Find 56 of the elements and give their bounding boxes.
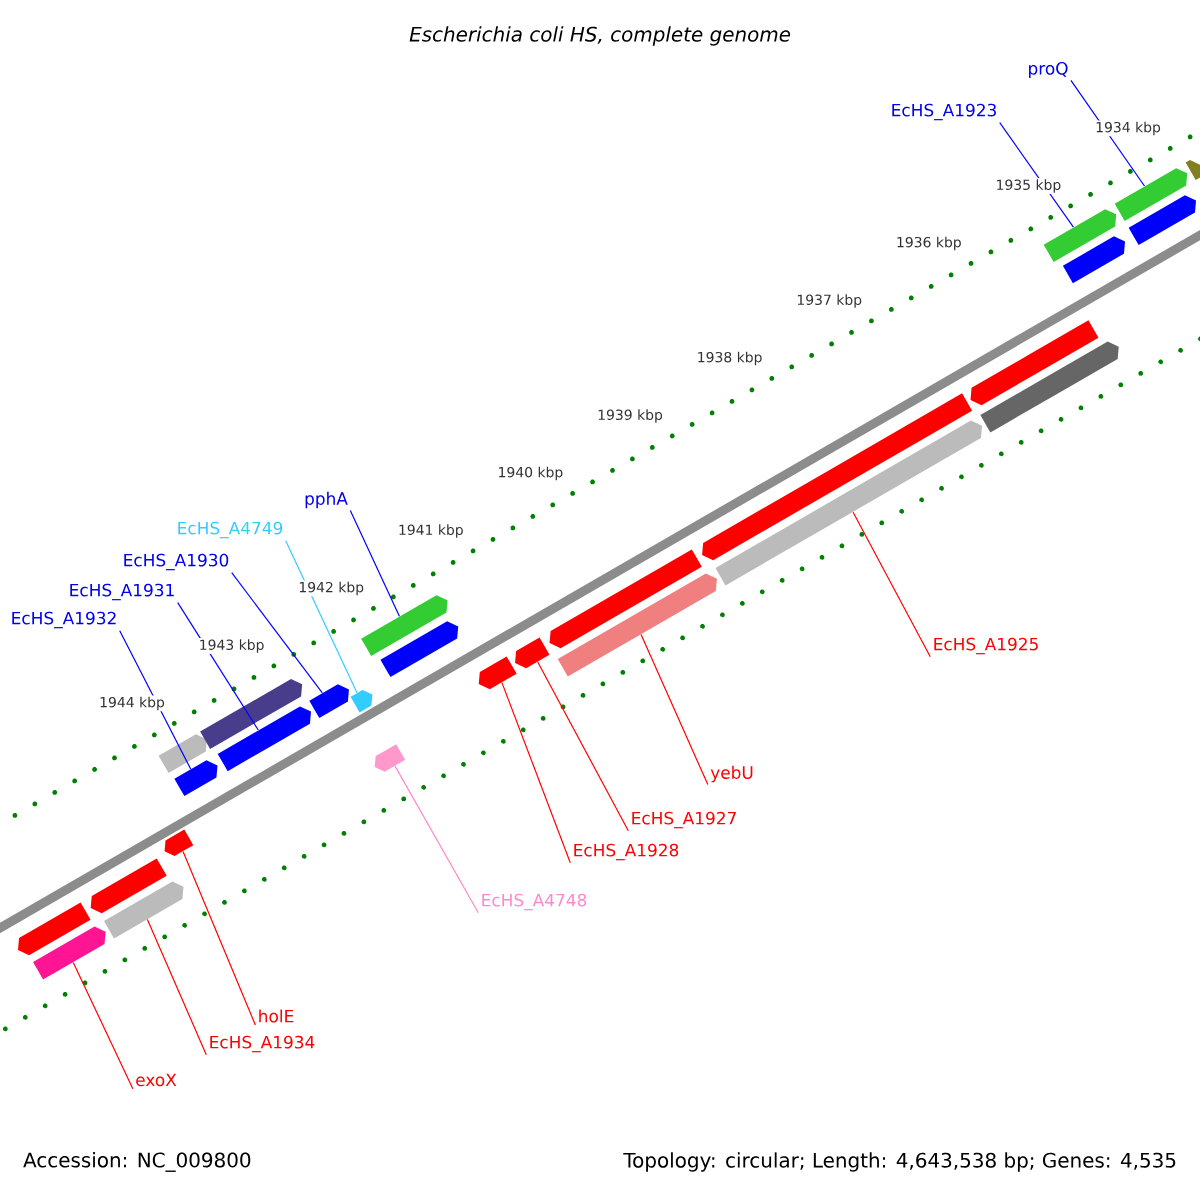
gene-label: pphA (305, 491, 348, 509)
gene-label: EcHS_A1925 (934, 637, 1038, 655)
gene-label: EcHS_A1934 (210, 1035, 315, 1053)
leader-line (640, 633, 709, 786)
gene-block (549, 549, 702, 649)
gene-block (1128, 195, 1197, 246)
gene-block (104, 881, 184, 939)
gene-label: EcHS_A4749 (178, 521, 283, 539)
gene-label: holE (259, 1009, 294, 1023)
gene-block (18, 902, 91, 956)
topology-text: Topology: circular; Length: 4,643,538 bp; Genes: 4,535 (623, 1152, 1176, 1172)
gene-block (33, 926, 106, 980)
leader-line (72, 961, 134, 1090)
leader-line (285, 540, 358, 694)
gene-block (380, 621, 459, 678)
gene-block (158, 734, 207, 773)
gene-block (200, 679, 303, 749)
gene-label: exoX (136, 1073, 177, 1087)
gene-block (217, 706, 311, 772)
gene-block (174, 760, 218, 797)
leader-line (177, 602, 259, 731)
leader-line (119, 630, 192, 770)
gene-block (980, 341, 1119, 433)
gene-label: EcHS_A4748 (482, 893, 587, 911)
leader-line (394, 765, 479, 914)
gene-block (309, 684, 349, 719)
leader-line (182, 850, 256, 1026)
gene-block (350, 689, 373, 713)
leader-line (537, 661, 629, 832)
accession-text: Accession: NC_009800 (23, 1152, 251, 1172)
gene-block (515, 637, 550, 669)
gene-block (1185, 160, 1200, 180)
gene-block (374, 744, 406, 772)
leader-line (146, 919, 207, 1056)
gene-block (1043, 209, 1117, 262)
gene-label: EcHS_A1928 (574, 843, 679, 861)
gene-label: EcHS_A1931 (70, 583, 174, 601)
gene-block (361, 595, 448, 656)
gene-block (557, 573, 717, 677)
gene-label: EcHS_A1930 (124, 553, 229, 571)
gene-label: proQ (1029, 61, 1068, 79)
gene-block (1062, 236, 1126, 284)
gene-block (90, 858, 167, 914)
gene-block (715, 420, 982, 586)
gene-label: EcHS_A1927 (632, 811, 736, 829)
gene-label: EcHS_A1923 (892, 103, 996, 121)
leader-line (231, 572, 323, 694)
gene-block (702, 393, 973, 561)
title: Escherichia coli HS, complete genome (409, 26, 791, 46)
gene-block (970, 320, 1099, 406)
leader-line (501, 682, 571, 864)
gene-label: yebU (710, 765, 753, 783)
gene-block (1114, 168, 1188, 221)
gene-label: EcHS_A1932 (12, 611, 116, 629)
gene-block (478, 656, 517, 690)
gene-block (164, 829, 194, 856)
